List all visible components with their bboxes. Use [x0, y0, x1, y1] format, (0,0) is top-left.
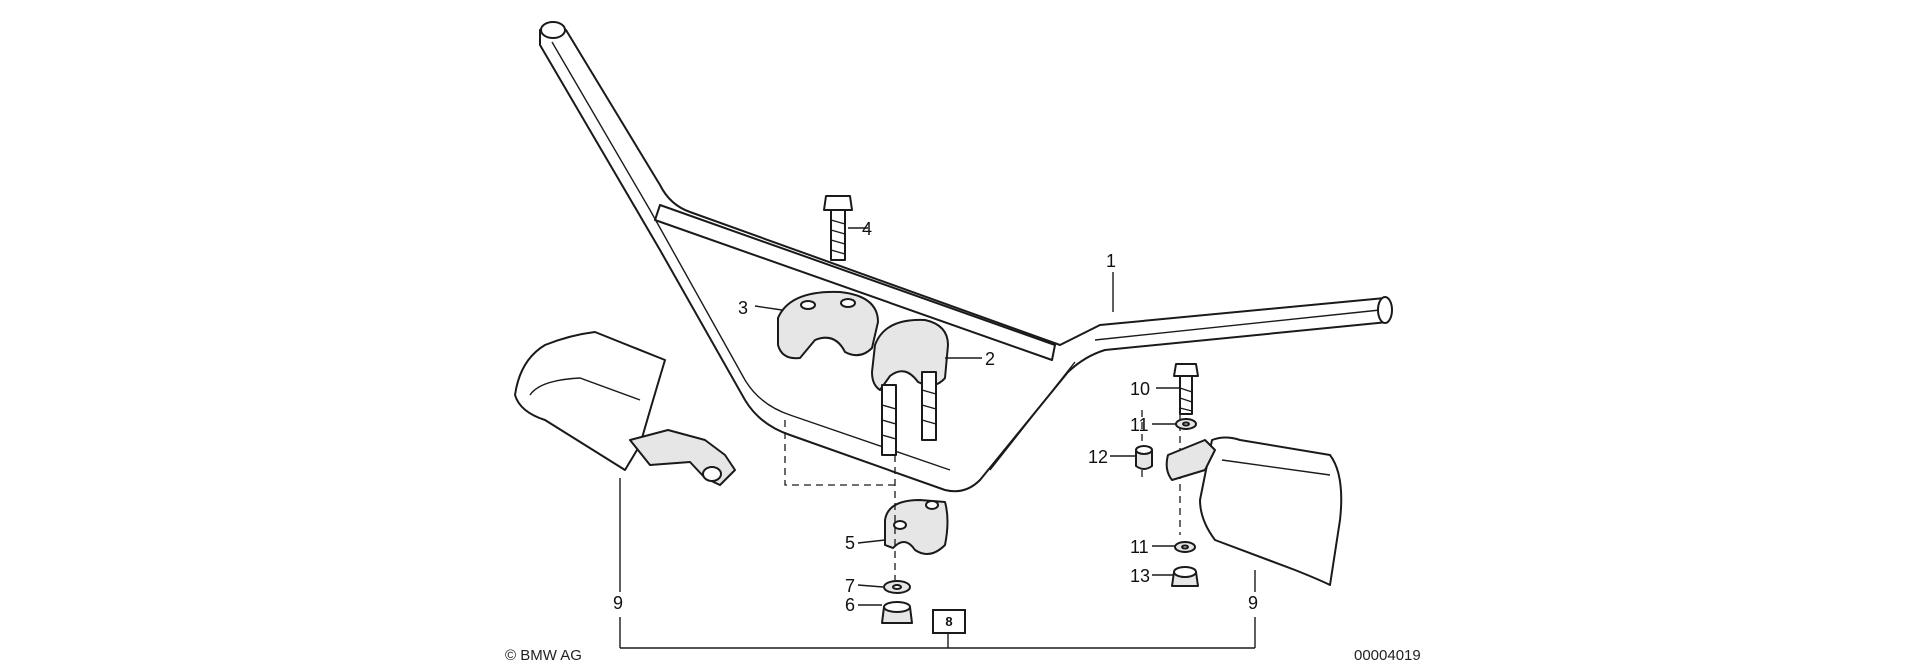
nut-13 — [1171, 566, 1199, 587]
bolt-4 — [823, 195, 853, 261]
callout-8-box — [932, 609, 966, 634]
callout-9-left: 9 — [613, 593, 623, 613]
callout-7: 7 — [845, 576, 855, 596]
washer-11-upper — [1175, 418, 1197, 430]
copyright-text: © BMW AG — [505, 647, 582, 664]
callout-6: 6 — [845, 595, 855, 615]
callout-3: 3 — [738, 298, 748, 318]
hand-guard-right — [1165, 436, 1343, 586]
callout-1: 1 — [1106, 251, 1116, 271]
spacer-12 — [1135, 445, 1153, 470]
leader-lines — [619, 227, 1256, 649]
clamp-top-3 — [777, 290, 879, 360]
washer-7 — [883, 580, 911, 594]
callout-8: 8 — [945, 614, 952, 629]
callout-11-lower: 11 — [1130, 537, 1149, 557]
callout-10: 10 — [1130, 379, 1150, 399]
callout-13: 13 — [1130, 566, 1150, 586]
callout-9-right: 9 — [1248, 593, 1258, 613]
callout-11-upper: 11 — [1130, 415, 1149, 435]
hand-guard-left — [514, 331, 736, 486]
assembly-lines — [784, 400, 1181, 580]
nut-6 — [881, 601, 913, 624]
callout-12: 12 — [1088, 447, 1108, 467]
callout-2: 2 — [985, 349, 995, 369]
washer-11-lower — [1174, 541, 1196, 553]
riser-2 — [871, 318, 949, 456]
lower-clamp-5 — [884, 499, 949, 555]
drawing-number: 00004019 — [1354, 647, 1421, 664]
handlebar — [539, 21, 1393, 493]
callout-4: 4 — [862, 219, 872, 239]
bolt-10 — [1173, 363, 1199, 415]
callout-5: 5 — [845, 533, 855, 553]
